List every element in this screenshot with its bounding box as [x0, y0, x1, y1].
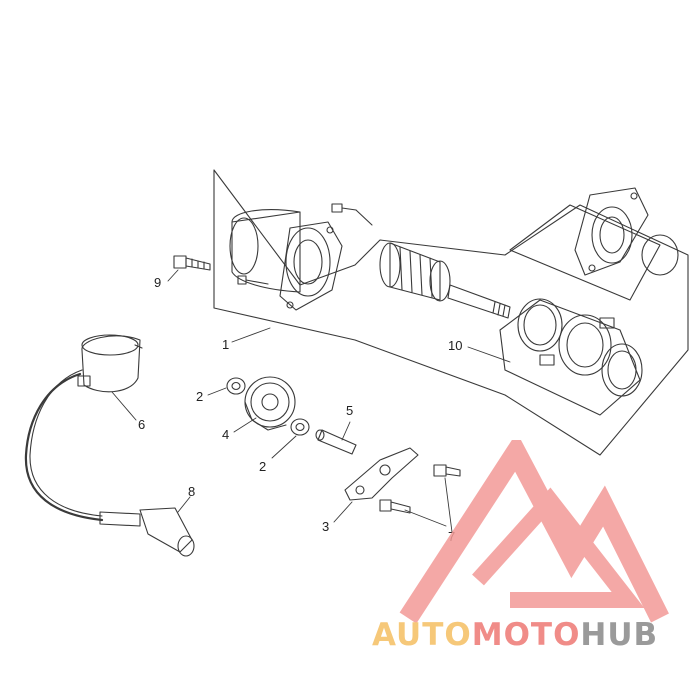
- starter-motor: [229, 209, 343, 311]
- leader-5: [341, 421, 351, 441]
- automotohub-wordmark: AUTOMOTOHUB: [372, 620, 658, 651]
- leader-10: [467, 346, 511, 363]
- leader-9: [167, 269, 179, 282]
- ht-lead: [24, 372, 104, 522]
- inner-frame: [509, 204, 661, 301]
- callout-8: 8: [188, 484, 196, 499]
- leader-3: [333, 501, 353, 523]
- wordmark-moto: MOTO: [471, 617, 581, 653]
- callout-4: 4: [222, 427, 230, 442]
- o-ring-10a-inner: [523, 304, 557, 346]
- callout-1: 1: [222, 337, 230, 352]
- motor-screw-left: [237, 275, 269, 285]
- callout-10: 10: [448, 338, 463, 353]
- leader-1: [231, 327, 271, 343]
- bolt-7b: [379, 499, 411, 514]
- ignition-coil: [77, 334, 143, 393]
- end-cover: [574, 187, 649, 276]
- leader-7b: [404, 509, 447, 527]
- wordmark-hub: HUB: [580, 617, 659, 653]
- leader-6: [111, 391, 137, 421]
- callout-9: 9: [154, 275, 162, 290]
- assembly-frame: [213, 169, 689, 456]
- drive-gear: [244, 376, 296, 431]
- callout-2-top: 2: [196, 389, 204, 404]
- brush-holder: [539, 314, 615, 376]
- spark-plug-cap: [99, 507, 195, 557]
- bolt-7a: [433, 464, 461, 477]
- o-ring-10b-inner: [607, 350, 637, 390]
- washer-bottom: [290, 418, 310, 436]
- automotohub-logo-mark: [399, 440, 669, 624]
- callout-6: 6: [138, 417, 146, 432]
- o-ring-10b: [601, 343, 643, 397]
- bolt-9: [173, 255, 211, 271]
- callout-5: 5: [346, 403, 354, 418]
- logo-inner-triangle: [472, 487, 645, 608]
- pin: [315, 429, 357, 455]
- motor-screw-top: [331, 203, 373, 226]
- callout-2-bottom: 2: [259, 459, 267, 474]
- leader-2a: [207, 387, 227, 396]
- callout-3: 3: [322, 519, 330, 534]
- logo-outer-triangle: [399, 440, 669, 624]
- ht-lead-inner: [29, 369, 103, 517]
- washer-top: [226, 377, 246, 395]
- leader-4: [233, 417, 257, 433]
- bracket: [344, 447, 419, 501]
- o-ring-10a: [517, 298, 563, 352]
- leader-8: [177, 496, 191, 513]
- leader-2b: [271, 435, 297, 459]
- armature: [379, 242, 511, 319]
- wordmark-auto: AUTO: [372, 617, 472, 653]
- leader-7a: [444, 477, 453, 533]
- o-ring-end: [641, 234, 679, 276]
